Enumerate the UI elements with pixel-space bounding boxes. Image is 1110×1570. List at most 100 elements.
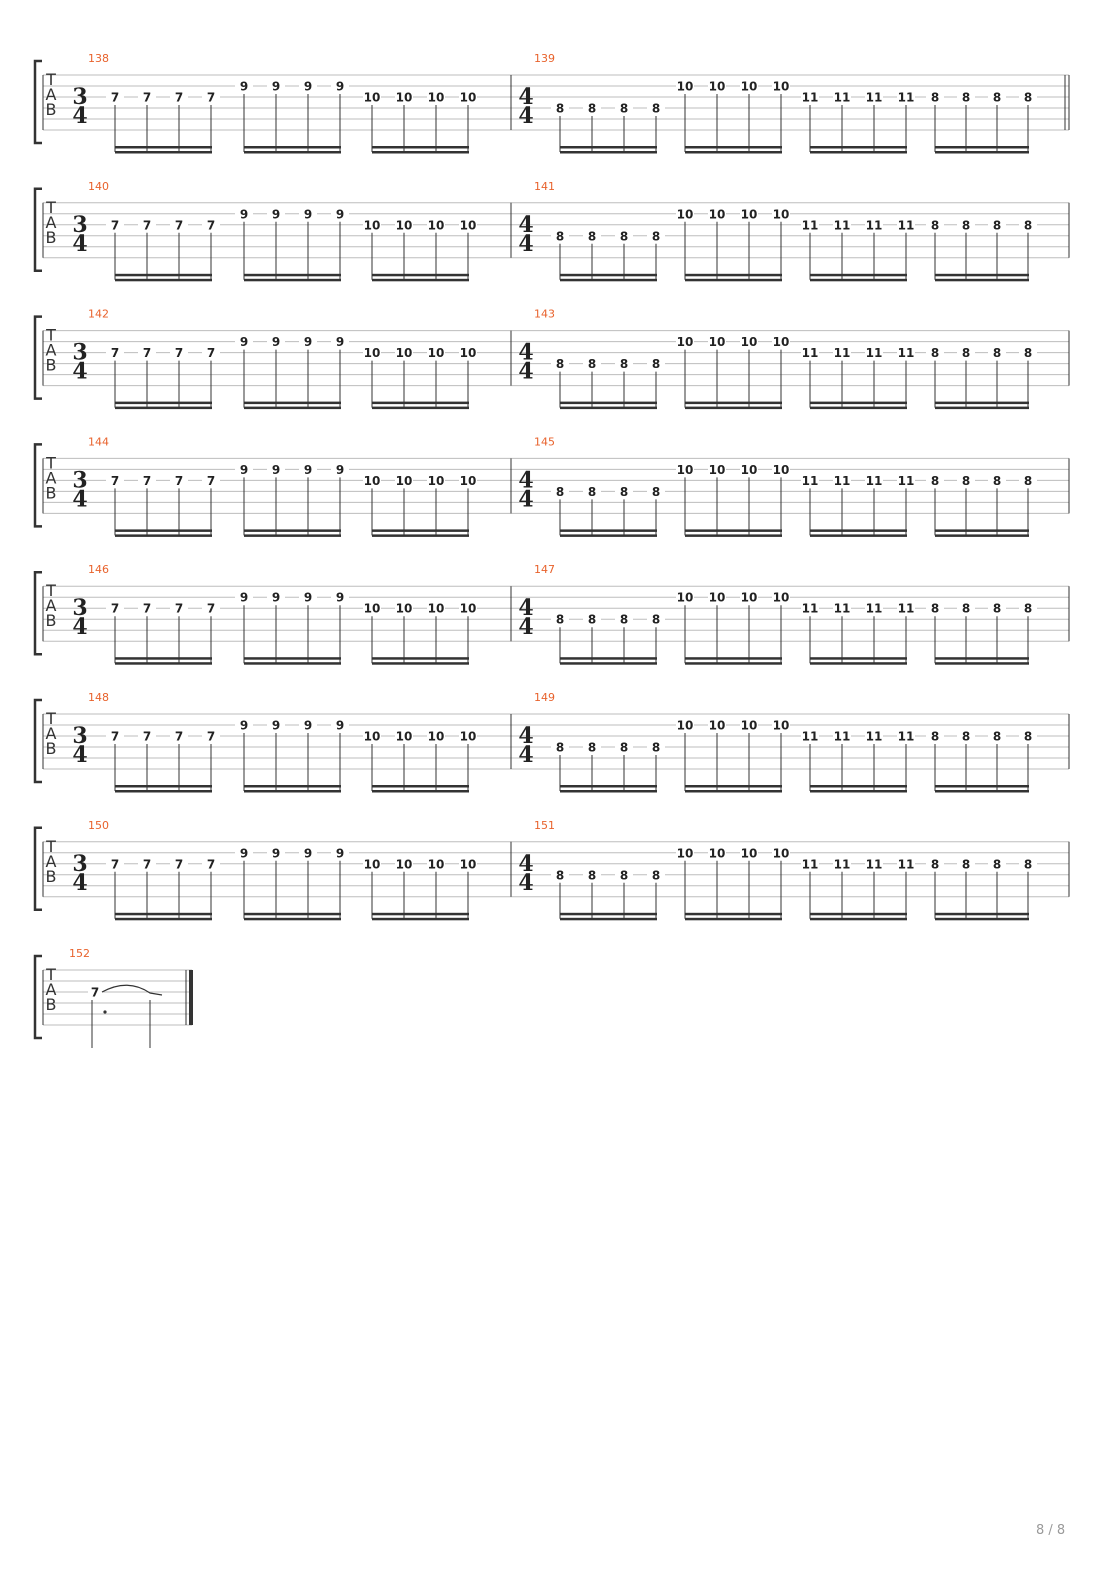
tab-clef-letter: B	[46, 356, 57, 375]
fret-number: 10	[460, 474, 477, 488]
fret-number-mask	[427, 218, 445, 231]
fret-number-mask	[331, 335, 349, 348]
beam-16th-secondary	[935, 662, 1029, 665]
measure-number: 142	[88, 308, 109, 321]
fret-number-mask	[395, 346, 413, 359]
fret-number: 10	[460, 346, 477, 360]
fret-number-mask	[551, 741, 569, 753]
fret-number-mask	[1019, 218, 1037, 231]
fret-number-mask	[235, 719, 253, 731]
fret-number-mask	[615, 229, 633, 242]
fret-number-mask	[267, 335, 285, 348]
fret-number-mask	[170, 218, 188, 231]
fret-number: 10	[364, 218, 381, 232]
time-signature-top: 3	[72, 84, 87, 110]
fret-number: 8	[556, 868, 564, 882]
fret-number-mask	[801, 218, 819, 231]
fret-number: 10	[741, 207, 758, 221]
fret-number: 7	[207, 857, 215, 871]
fret-number: 10	[428, 602, 445, 616]
fret-number-mask	[202, 474, 220, 487]
beam-16th-primary	[685, 785, 782, 788]
beam-16th-secondary	[685, 406, 782, 410]
beam-16th-primary	[685, 146, 782, 149]
fret-number: 9	[272, 591, 280, 605]
beam-16th-secondary	[560, 406, 657, 410]
time-signature-top: 4	[518, 340, 533, 366]
fret-number: 8	[588, 357, 596, 371]
fret-number: 10	[773, 463, 790, 477]
fret-number-mask	[615, 357, 633, 370]
fret-number-mask	[583, 485, 601, 498]
fret-number: 7	[207, 730, 215, 744]
time-signature-bottom: 4	[518, 359, 533, 385]
beam-16th-secondary	[685, 534, 782, 537]
fret-number: 9	[272, 463, 280, 477]
beam-16th-secondary	[244, 662, 341, 665]
fret-number-mask	[647, 741, 665, 753]
fret-number-mask	[235, 846, 253, 859]
beam-16th-primary	[935, 785, 1029, 788]
beam-16th-secondary	[685, 790, 782, 793]
beam-16th-secondary	[115, 151, 212, 154]
fret-number-mask	[926, 474, 944, 487]
fret-number-mask	[1019, 602, 1037, 615]
fret-number: 8	[1024, 602, 1032, 616]
fret-number: 7	[175, 218, 183, 232]
fret-number: 11	[802, 218, 819, 232]
fret-number-mask	[897, 218, 915, 231]
tab-clef-letter: B	[46, 483, 57, 502]
fret-number-mask	[459, 91, 477, 103]
fret-number: 8	[588, 102, 596, 116]
fret-number-mask	[106, 602, 124, 615]
fret-number-mask	[833, 857, 851, 870]
fret-number-mask	[395, 218, 413, 231]
fret-number-mask	[267, 591, 285, 604]
fret-number: 8	[1024, 91, 1032, 105]
fret-number: 10	[741, 591, 758, 605]
fret-number: 10	[460, 602, 477, 616]
fret-number: 11	[898, 91, 915, 105]
beam-16th-primary	[244, 146, 341, 149]
fret-number: 7	[207, 346, 215, 360]
fret-number: 7	[175, 346, 183, 360]
time-signature-bottom: 4	[518, 231, 533, 257]
fret-number: 8	[620, 613, 628, 627]
fret-number: 7	[207, 218, 215, 232]
fret-number-mask	[267, 207, 285, 220]
fret-number-mask	[202, 730, 220, 742]
fret-number-mask	[106, 218, 124, 231]
fret-number-mask	[957, 602, 975, 615]
fret-number-mask	[106, 474, 124, 487]
fret-number: 7	[143, 474, 151, 488]
fret-number-mask	[708, 80, 726, 92]
fret-number: 7	[175, 474, 183, 488]
fret-number: 10	[396, 857, 413, 871]
beam-16th-primary	[935, 401, 1029, 405]
fret-number-mask	[331, 80, 349, 92]
fret-number-mask	[331, 207, 349, 220]
fret-number-mask	[988, 474, 1006, 487]
fret-number-mask	[833, 91, 851, 103]
fret-number: 9	[272, 207, 280, 221]
fret-number: 11	[834, 730, 851, 744]
beam-16th-secondary	[810, 151, 907, 154]
fret-number: 11	[834, 474, 851, 488]
fret-number: 10	[428, 474, 445, 488]
fret-number: 10	[396, 474, 413, 488]
fret-number: 8	[556, 741, 564, 755]
beam-16th-secondary	[810, 534, 907, 537]
system-bracket	[33, 315, 42, 400]
fret-number: 10	[364, 346, 381, 360]
fret-number: 8	[620, 229, 628, 243]
fret-number-mask	[138, 91, 156, 103]
beam-16th-primary	[685, 657, 782, 660]
fret-number-mask	[427, 474, 445, 487]
fret-number: 10	[396, 91, 413, 105]
beam-16th-primary	[560, 785, 657, 788]
fret-number: 10	[677, 80, 694, 94]
measure-number: 141	[534, 180, 555, 193]
fret-number-mask	[459, 602, 477, 615]
measure-number: 148	[88, 691, 109, 704]
beam-16th-primary	[810, 529, 907, 532]
